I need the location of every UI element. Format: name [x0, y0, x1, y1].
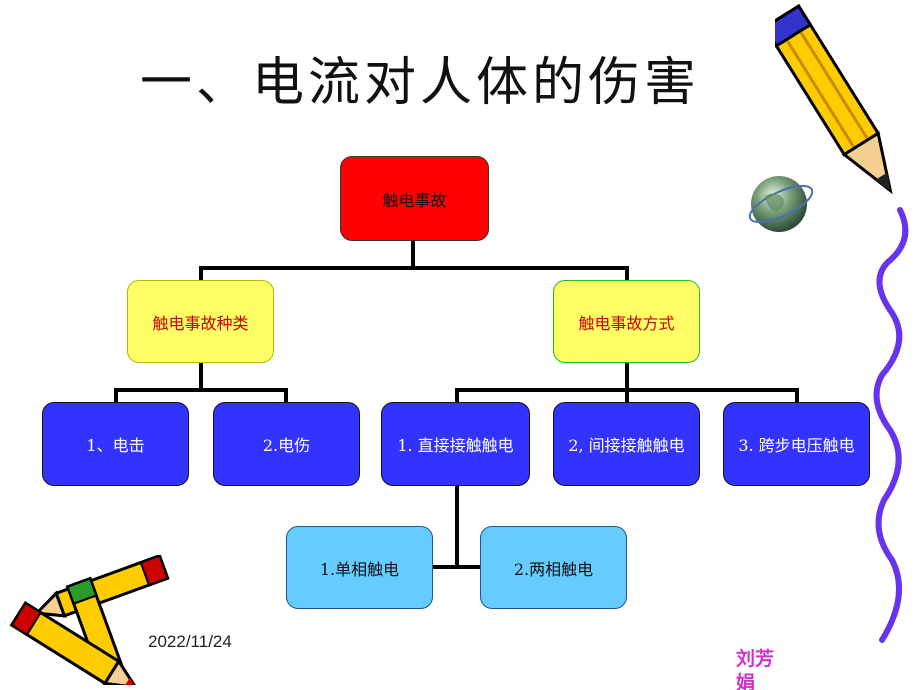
connector-line [284, 388, 288, 404]
connector-line [455, 388, 459, 404]
slide-date: 2022/11/24 [148, 632, 232, 651]
node-leaf-shock: 1、电击 [42, 402, 189, 486]
connector-line [420, 565, 482, 569]
node-label: 3. 跨步电压触电 [738, 436, 855, 455]
node-branch-types: 触电事故种类 [127, 280, 274, 363]
crayons-icon [9, 555, 170, 685]
node-label: 1、电击 [86, 436, 145, 455]
node-sub-single-phase: 1.单相触电 [286, 526, 433, 609]
node-label: 触电事故 [382, 190, 447, 210]
slide-title: 一、电流对人体的伤害 [140, 53, 701, 113]
connector-line [114, 388, 288, 392]
connector-line [199, 362, 203, 390]
node-leaf-injury: 2.电伤 [213, 402, 360, 486]
slide-author: 刘芳娟 [736, 649, 775, 690]
node-label: 1. 直接接触触电 [397, 436, 514, 455]
node-label: 触电事故种类 [152, 313, 249, 333]
connector-line [625, 362, 629, 390]
pencil-icon [775, 4, 893, 195]
node-leaf-direct-contact: 1. 直接接触触电 [381, 402, 530, 486]
connector-line [795, 388, 799, 404]
connector-line [199, 266, 629, 270]
connector-line [455, 486, 459, 568]
connector-line [411, 240, 415, 268]
connector-line [199, 266, 203, 282]
connector-line [114, 388, 118, 404]
node-leaf-step-voltage: 3. 跨步电压触电 [723, 402, 870, 486]
connector-line [625, 388, 629, 404]
node-leaf-indirect-contact: 2, 间接接触触电 [553, 402, 700, 486]
connector-line [625, 266, 629, 282]
node-label: 1.单相触电 [319, 559, 400, 579]
node-branch-modes: 触电事故方式 [553, 280, 700, 363]
node-label: 2, 间接接触触电 [568, 436, 685, 455]
squiggle-line-icon [873, 207, 909, 643]
globe-icon [748, 176, 814, 232]
node-label: 触电事故方式 [578, 313, 675, 333]
node-sub-two-phase: 2.两相触电 [480, 526, 627, 609]
node-label: 2.两相触电 [513, 559, 594, 579]
node-root: 触电事故 [340, 156, 489, 241]
node-label: 2.电伤 [262, 436, 311, 455]
